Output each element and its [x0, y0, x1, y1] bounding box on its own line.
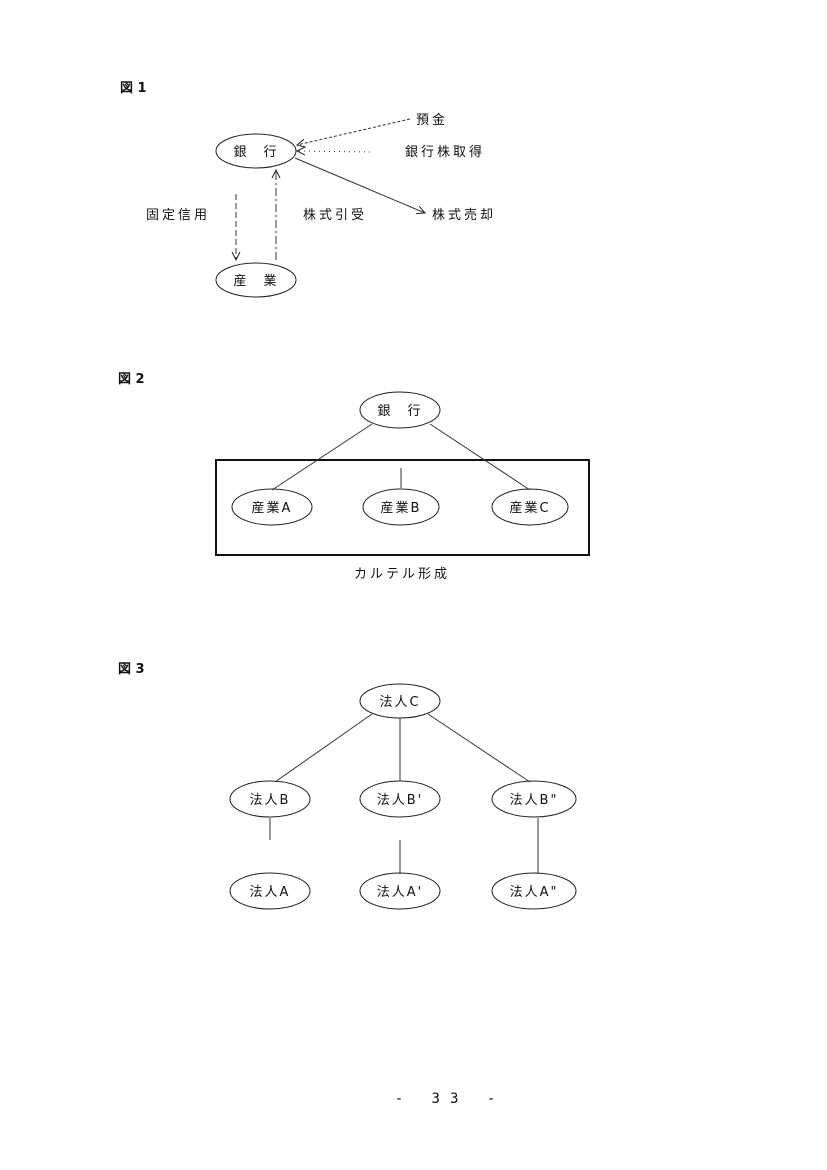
- corp-a-dprime-label: 法人A": [510, 885, 559, 900]
- corp-a-prime-node: [359, 872, 441, 910]
- industry-a-node: [231, 488, 313, 526]
- figure-3: 図 3 法人C 法人B 法人B' 法人B" 法人A 法人A' 法人A": [118, 662, 577, 910]
- cartel-box: [215, 459, 590, 556]
- fixed-credit-label: 固定信用: [146, 208, 210, 223]
- figure-1-label: 図 1: [120, 81, 147, 96]
- bank-share-acquisition-arrow: [297, 151, 371, 152]
- industry-node: [215, 262, 297, 298]
- bank-share-acquisition-label: 銀行株取得: [405, 144, 485, 160]
- deposit-arrow: [297, 118, 411, 145]
- bank-to-industry-a-line: [271, 423, 373, 491]
- bank-node-label: 銀 行: [377, 404, 422, 419]
- deposit-label: 預金: [416, 112, 448, 128]
- figure-3-label: 図 3: [118, 662, 145, 677]
- bank-node-label: 銀 行: [233, 145, 278, 160]
- industry-a-label: 産業A: [252, 500, 293, 516]
- page-number: - 33 -: [394, 1091, 506, 1107]
- figure-2-label: 図 2: [118, 372, 145, 387]
- bank-to-industry-c-line: [429, 423, 531, 491]
- industry-b-label: 産業B: [381, 500, 422, 516]
- corp-a-label: 法人A: [250, 885, 291, 900]
- industry-b-node: [362, 488, 440, 526]
- corp-b-dprime-node: [491, 780, 577, 818]
- corp-b-dprime-label: 法人B": [510, 793, 559, 808]
- industry-node-label: 産 業: [233, 273, 278, 289]
- industry-c-label: 産業C: [509, 500, 550, 516]
- c-to-b-line: [274, 713, 373, 783]
- stock-sale-label: 株式売却: [432, 207, 496, 223]
- corp-a-node: [229, 872, 311, 910]
- corp-b-node: [229, 780, 311, 818]
- figure-2: 図 2 銀 行 産業A 産業B 産業C カルテル形成: [118, 372, 590, 582]
- corp-a-prime-label: 法人A': [377, 885, 423, 900]
- stock-underwriting-label: 株式引受: [303, 208, 367, 223]
- bank-node: [359, 391, 441, 429]
- corp-c-label: 法人C: [379, 695, 420, 710]
- industry-c-node: [491, 488, 569, 526]
- corp-b-prime-node: [359, 780, 441, 818]
- cartel-caption: カルテル形成: [354, 567, 450, 582]
- stock-sale-arrow: [294, 157, 425, 213]
- corp-b-label: 法人B: [250, 793, 291, 808]
- c-to-b-dprime-line: [427, 713, 531, 783]
- corp-a-dprime-node: [491, 872, 577, 910]
- figure-1: 図 1 銀 行 産 業 預金 銀行株取得 株式売却 固定信用 株式引受: [120, 81, 496, 298]
- corp-b-prime-label: 法人B': [377, 793, 424, 808]
